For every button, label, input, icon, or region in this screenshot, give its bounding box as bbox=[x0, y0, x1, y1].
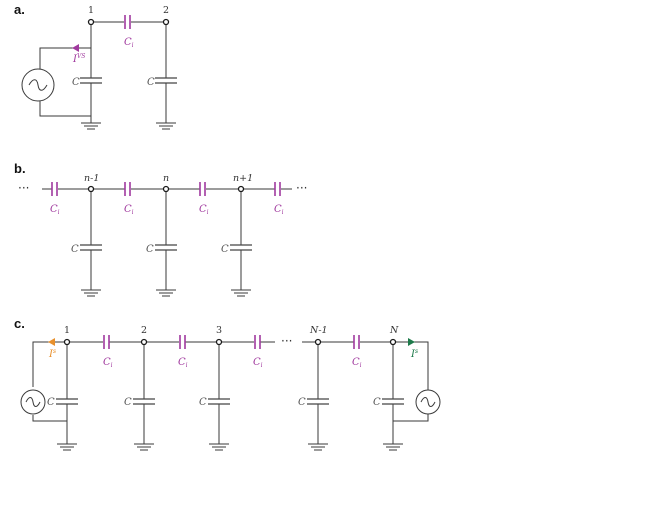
current-out-arrow-icon bbox=[408, 338, 415, 346]
panel-a: a. IVS Ci C C bbox=[14, 2, 177, 130]
shunt-cap-label: C bbox=[221, 244, 229, 255]
coupling-cap-label: Ci bbox=[253, 357, 263, 369]
coupling-cap-1 bbox=[124, 182, 131, 196]
shunt-branch-3 bbox=[208, 342, 230, 451]
node-n-1 bbox=[87, 185, 95, 193]
ground-icon bbox=[81, 122, 101, 130]
coupling-cap-label: Ci bbox=[50, 204, 60, 216]
coupling-cap-label: Ci bbox=[178, 357, 188, 369]
current-arrow-icon bbox=[72, 44, 79, 52]
coupling-cap-n-1-n bbox=[353, 335, 360, 349]
shunt-branch-n-1 bbox=[307, 342, 329, 451]
node-n bbox=[162, 185, 170, 193]
source-wire-bottom bbox=[39, 101, 91, 117]
ellipsis-left: ··· bbox=[18, 181, 29, 195]
node-1-label: 1 bbox=[64, 325, 70, 336]
node-1 bbox=[87, 18, 95, 26]
shunt-branch-2 bbox=[133, 342, 155, 451]
shunt-branch-n bbox=[155, 189, 177, 297]
node-n-1-label: N-1 bbox=[309, 325, 328, 336]
coupling-cap-0 bbox=[51, 182, 58, 196]
shunt-cap-label: C bbox=[71, 244, 79, 255]
node-1 bbox=[63, 338, 71, 346]
shunt-cap-2-label: C bbox=[147, 77, 155, 88]
node-n bbox=[389, 338, 397, 346]
coupling-cap-label: Ci bbox=[274, 204, 284, 216]
node-3-label: 3 bbox=[216, 325, 222, 336]
shunt-cap-label: C bbox=[146, 244, 154, 255]
panel-c-label: c. bbox=[14, 316, 25, 331]
sine-icon bbox=[420, 397, 436, 407]
current-label-vs: IVS bbox=[72, 53, 85, 65]
coupling-cap-3-more bbox=[254, 335, 261, 349]
panel-a-label: a. bbox=[14, 2, 25, 17]
shunt-branch-n+1 bbox=[230, 189, 252, 297]
left-source-wire-top bbox=[32, 341, 67, 387]
current-in-label: Is bbox=[48, 348, 56, 360]
shunt-cap-label: C bbox=[298, 397, 306, 408]
node-2 bbox=[140, 338, 148, 346]
panel-c: c. Is Is ··· bbox=[14, 316, 441, 451]
node-2-label: 2 bbox=[163, 5, 169, 16]
coupling-cap-label: Ci bbox=[199, 204, 209, 216]
node-n-label: N bbox=[389, 325, 399, 336]
coupling-cap-1-2 bbox=[103, 335, 110, 349]
current-out-label: Is bbox=[410, 348, 418, 360]
right-source-wire-bottom bbox=[393, 414, 429, 422]
source-wire-top bbox=[39, 22, 92, 69]
sine-icon bbox=[28, 79, 48, 91]
shunt-cap-label: C bbox=[124, 397, 132, 408]
left-source-wire-bottom bbox=[32, 415, 67, 422]
sine-icon bbox=[25, 397, 41, 407]
shunt-branch-n bbox=[382, 342, 404, 451]
coupling-cap-label: Ci bbox=[124, 37, 134, 49]
coupling-cap-label: Ci bbox=[103, 357, 113, 369]
panel-b: b. ··· ··· Ci Ci Ci Ci bbox=[14, 161, 307, 297]
coupling-cap-2-3 bbox=[179, 335, 186, 349]
node-2 bbox=[162, 18, 170, 26]
node-n-1-label: n-1 bbox=[84, 173, 99, 184]
panel-b-label: b. bbox=[14, 161, 26, 176]
shunt-cap-1-label: C bbox=[72, 77, 80, 88]
node-1-label: 1 bbox=[88, 5, 94, 16]
shunt-cap-label: C bbox=[373, 397, 381, 408]
coupling-cap-label: Ci bbox=[124, 204, 134, 216]
coupling-cap-2 bbox=[199, 182, 206, 196]
node-n+1-label: n+1 bbox=[233, 173, 253, 184]
shunt-cap-label: C bbox=[47, 397, 55, 408]
node-n+1 bbox=[237, 185, 245, 193]
ellipsis-right: ··· bbox=[296, 181, 307, 195]
shunt-cap-label: C bbox=[199, 397, 207, 408]
node-n-1 bbox=[314, 338, 322, 346]
node-n-label: n bbox=[163, 173, 169, 184]
current-in-arrow-icon bbox=[48, 338, 55, 346]
node-3 bbox=[215, 338, 223, 346]
coupling-cap-3 bbox=[274, 182, 281, 196]
coupling-cap-label: Ci bbox=[352, 357, 362, 369]
ellipsis-middle: ··· bbox=[281, 334, 292, 348]
node-2-label: 2 bbox=[141, 325, 147, 336]
ground-icon bbox=[156, 122, 176, 130]
shunt-branch-1 bbox=[56, 342, 78, 451]
shunt-branch-n-1 bbox=[80, 189, 102, 297]
right-source-wire-top bbox=[393, 341, 429, 390]
